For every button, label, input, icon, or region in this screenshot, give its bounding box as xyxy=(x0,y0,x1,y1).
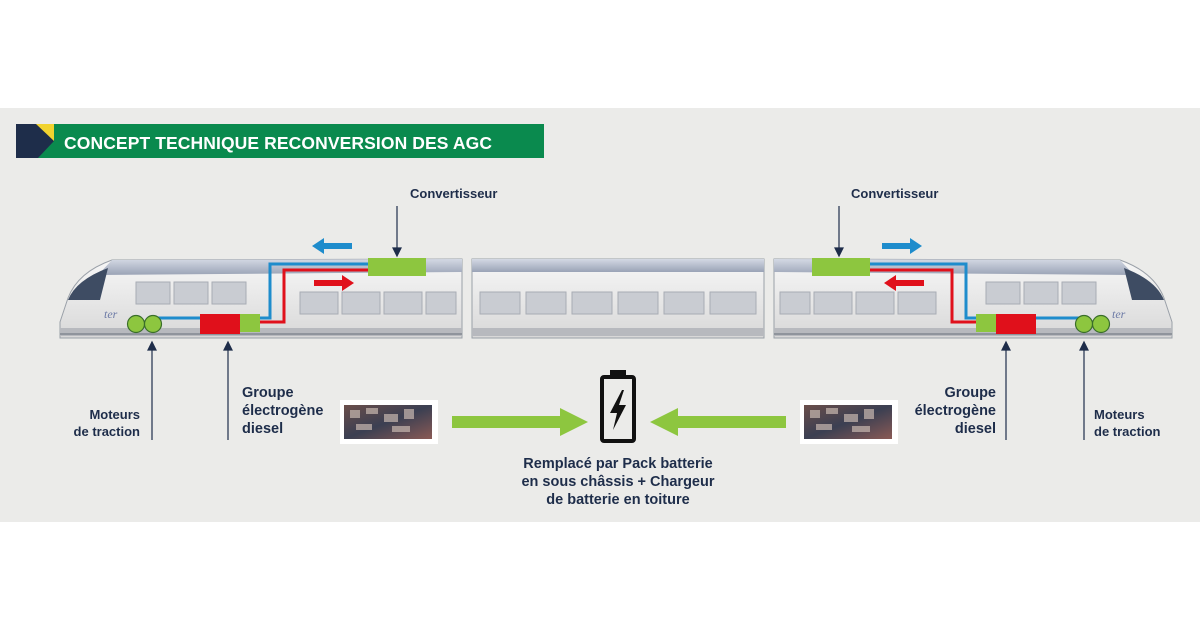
label-convertisseur-right: Convertisseur xyxy=(851,186,939,201)
diesel-engine-image-right xyxy=(800,400,898,444)
generator-block-left xyxy=(200,314,240,334)
label-groupe-right: Groupe électrogène diesel xyxy=(914,385,996,437)
arrow-green-right xyxy=(650,408,786,436)
traction-motors-right xyxy=(1074,314,1111,334)
arrow-green-left xyxy=(452,408,588,436)
label-convertisseur-left: Convertisseur xyxy=(410,186,498,201)
battery-caption: Remplacé par Pack batterie en sous châss… xyxy=(521,456,715,508)
train-car-middle xyxy=(471,258,765,339)
ter-logo-right: ter xyxy=(1112,307,1126,321)
label-moteurs-left: Moteurs de traction xyxy=(73,407,140,439)
converter-block-right xyxy=(812,258,870,276)
label-moteurs-right: Moteurs de traction xyxy=(1094,407,1161,439)
converter-block-left xyxy=(368,258,426,276)
traction-motors-left xyxy=(126,314,163,334)
arrow-blue-right xyxy=(882,238,922,254)
generator-block-right xyxy=(996,314,1036,334)
arrow-red-right xyxy=(884,275,924,291)
page-title: CONCEPT TECHNIQUE RECONVERSION DES AGC xyxy=(64,133,493,153)
ter-logo-left: ter xyxy=(104,307,118,321)
arrow-blue-left xyxy=(312,238,352,254)
title-banner xyxy=(16,124,544,158)
label-groupe-left: Groupe électrogène diesel xyxy=(242,385,324,437)
arrow-red-left xyxy=(314,275,354,291)
pointer-lines xyxy=(147,206,1089,440)
generator-connector-right xyxy=(976,314,996,332)
battery-icon xyxy=(600,370,636,443)
generator-connector-left xyxy=(240,314,260,332)
diesel-engine-image-left xyxy=(340,400,438,444)
